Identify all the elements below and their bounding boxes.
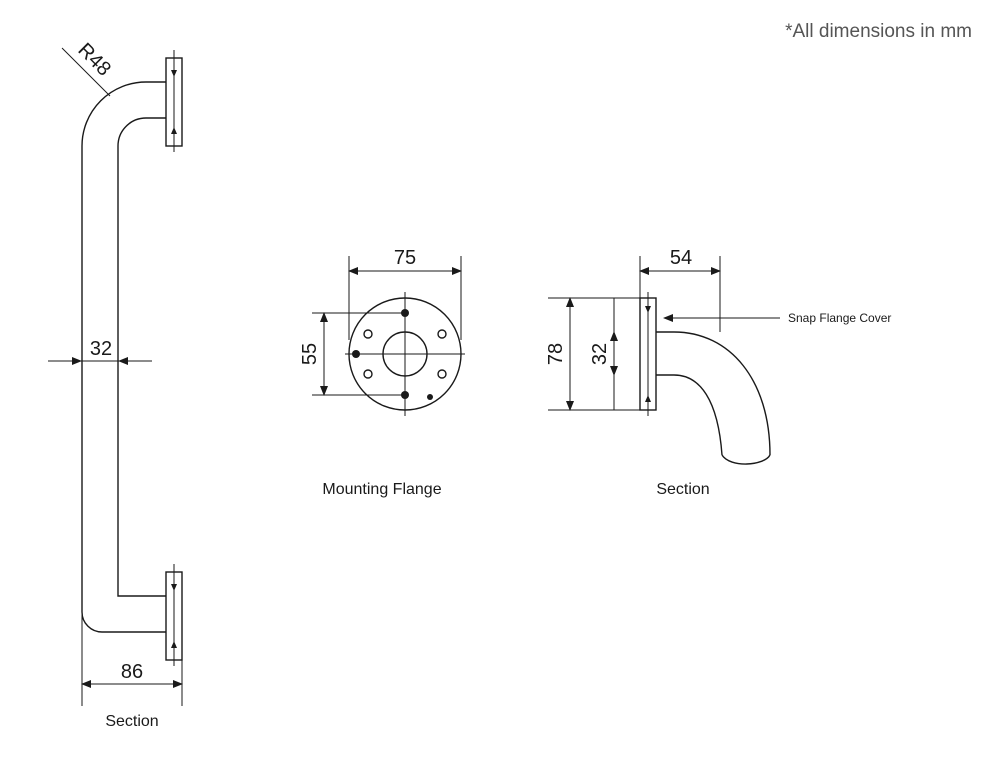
section-inner-label: 32 — [589, 343, 611, 365]
side-view-rail: R48 32 86 Section — [48, 39, 183, 730]
section-view: 54 78 32 Snap Flange Cover Section — [545, 247, 891, 498]
callout-label: Snap Flange Cover — [788, 311, 891, 325]
rail-tube-outer — [81, 81, 166, 633]
screw-hole — [363, 369, 373, 379]
section-arm-upper — [656, 331, 771, 456]
section-height-label: 78 — [545, 343, 567, 365]
screw-hole — [437, 329, 447, 339]
screw-hole — [437, 369, 447, 379]
diameter-label: 32 — [90, 338, 112, 360]
projection-label: 86 — [121, 661, 143, 683]
section-view-caption: Section — [656, 481, 709, 498]
mounting-flange-caption: Mounting Flange — [322, 481, 441, 498]
mounting-flange-view: 75 55 Mounting Flange — [299, 247, 465, 498]
radius-leader — [61, 47, 111, 97]
screw-hole — [363, 329, 373, 339]
side-view-caption: Section — [105, 713, 158, 730]
rail-tube-inner — [117, 117, 166, 597]
flange-width-label: 75 — [394, 247, 416, 269]
section-arm-end — [721, 454, 771, 465]
radius-label: R48 — [73, 39, 115, 81]
flange-height-label: 55 — [299, 343, 321, 365]
units-note: *All dimensions in mm — [785, 21, 972, 42]
section-arm-lower — [656, 374, 723, 456]
section-depth-label: 54 — [670, 247, 692, 269]
